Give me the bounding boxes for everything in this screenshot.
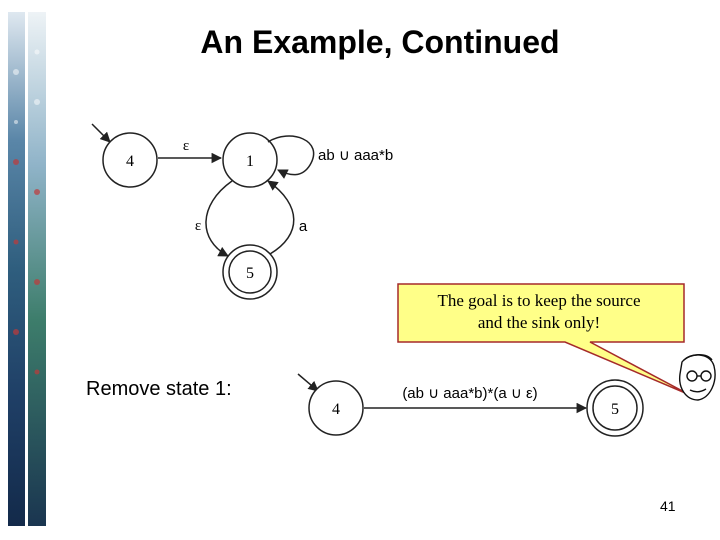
edge-4-to-1-label: ε [183,138,189,154]
remove-state-label: Remove state 1: [86,378,232,401]
edge-1-to-5-label: ε [195,218,201,234]
edge-5-to-1 [268,181,294,254]
diagram-before: 4 1 5 ε ab ∪ aaa*b ε a [92,124,393,299]
edge-1-self-loop-label: ab ∪ aaa*b [318,147,393,164]
start-arrow-after [298,374,318,391]
page-number: 41 [660,498,676,514]
edge-1-to-5 [206,181,232,256]
edge-5-to-1-label: a [299,218,308,235]
face-doodle-icon [680,355,715,400]
callout-text: The goal is to keep the source and the s… [400,290,678,334]
state-5-label: 5 [246,265,254,282]
state-4-label: 4 [126,153,134,170]
state-4-label-after: 4 [332,401,340,418]
edge-4-to-5-after-label: (ab ∪ aaa*b)*(a ∪ ε) [402,385,537,402]
start-arrow [92,124,110,142]
callout-line-2: and the sink only! [400,312,678,334]
state-1-label: 1 [246,153,254,170]
state-5-label-after: 5 [611,401,619,418]
callout-line-1: The goal is to keep the source [400,290,678,312]
diagram-after: 4 5 (ab ∪ aaa*b)*(a ∪ ε) [298,374,643,436]
